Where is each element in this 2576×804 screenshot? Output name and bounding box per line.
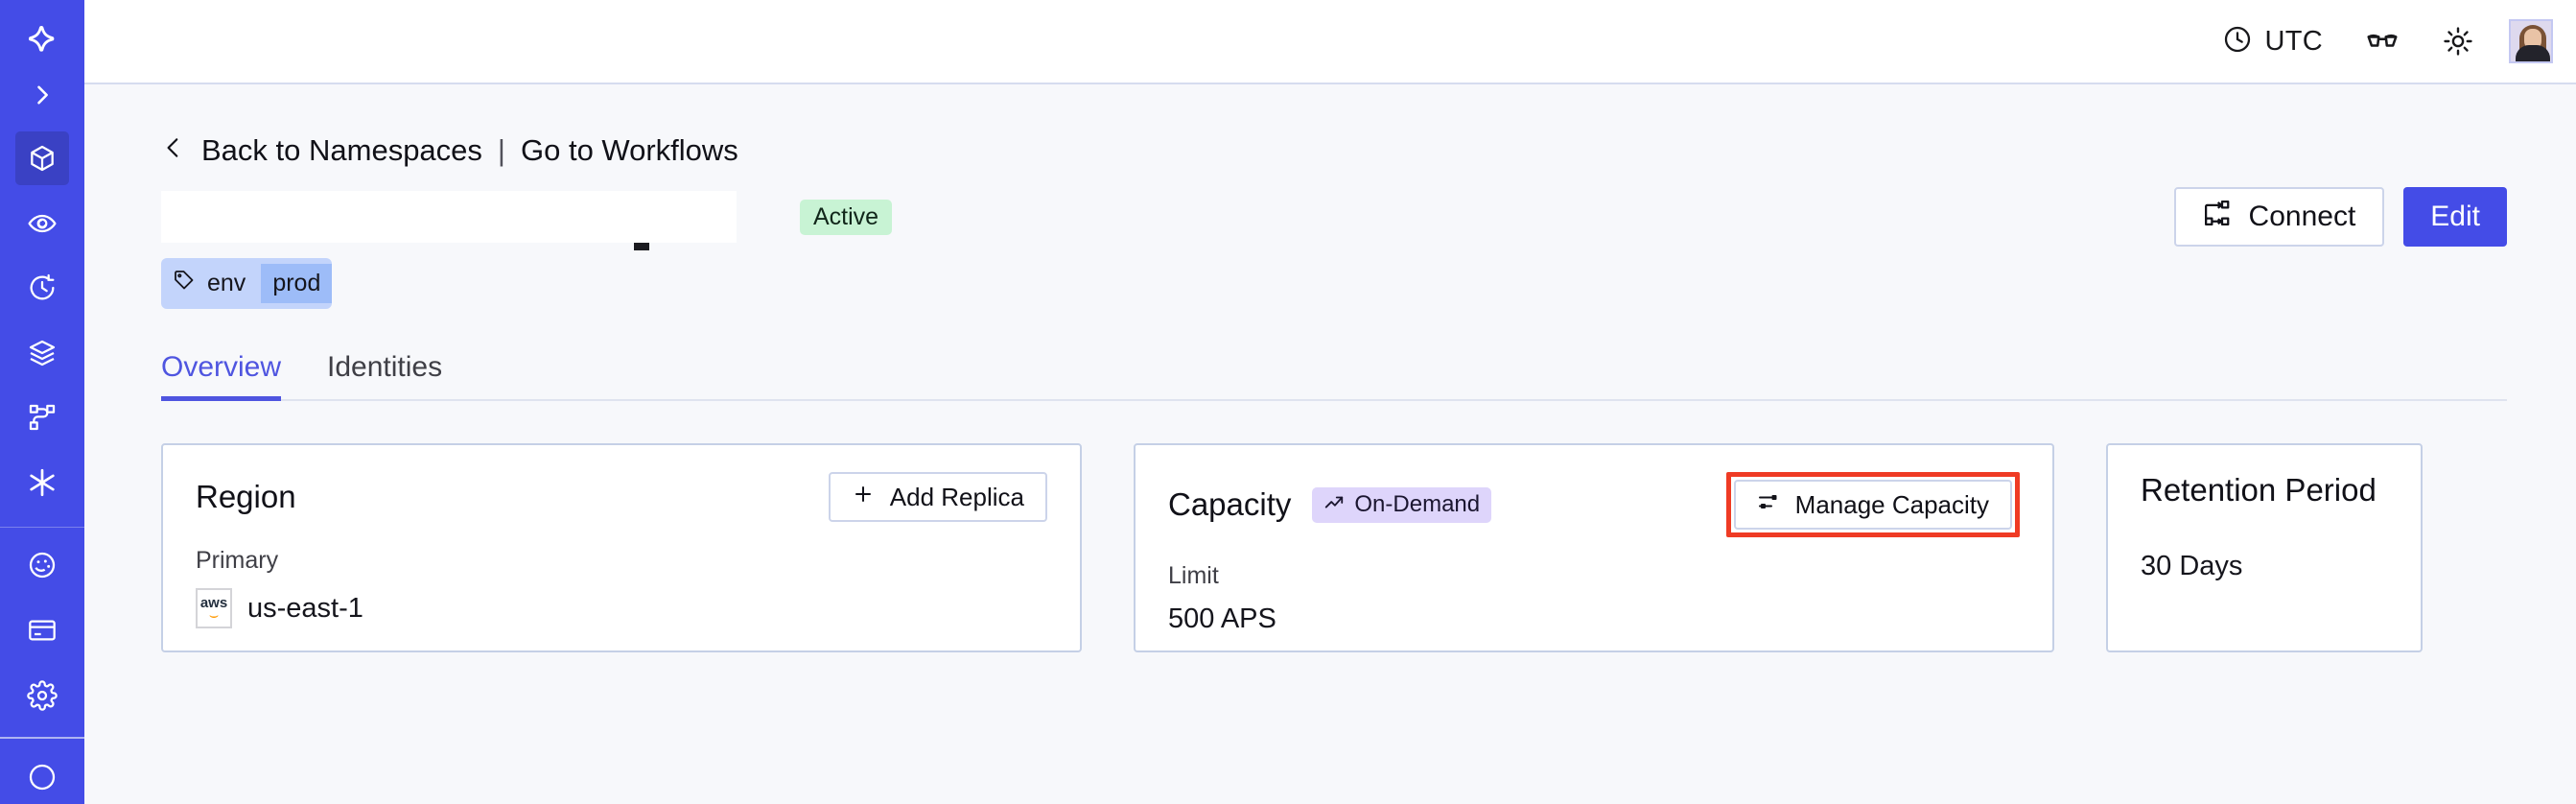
page-content: Back to Namespaces | Go to Workflows Act… [84, 84, 2576, 804]
region-primary-label: Primary [196, 547, 279, 574]
tab-identities-label: Identities [327, 351, 443, 383]
breadcrumb: Back to Namespaces | Go to Workflows [161, 132, 2507, 168]
sidebar-item-help[interactable] [15, 750, 69, 804]
region-card: Region Add Replica Primary [161, 443, 1082, 652]
status-badge: Active [800, 199, 893, 235]
redaction-mark [634, 243, 649, 250]
tab-bar: Overview Identities [161, 351, 2507, 401]
capacity-limit-value: 500 APS [1168, 603, 1276, 634]
overview-cards: Region Add Replica Primary [161, 443, 2507, 652]
sidebar-item-layers[interactable] [15, 326, 69, 380]
back-to-namespaces-link[interactable]: Back to Namespaces [161, 132, 482, 168]
timezone-selector[interactable]: UTC [2201, 14, 2344, 68]
sidebar-item-observe[interactable] [15, 197, 69, 250]
sliders-icon [1757, 490, 1780, 520]
on-demand-badge: On-Demand [1312, 486, 1492, 523]
breadcrumb-separator: | [497, 132, 505, 167]
edit-button[interactable]: Edit [2403, 187, 2507, 247]
add-replica-label: Add Replica [889, 482, 1024, 511]
retention-card-title: Retention Period [2141, 472, 2377, 508]
tab-identities[interactable]: Identities [327, 351, 442, 399]
sidebar-item-usage[interactable] [15, 539, 69, 593]
plus-icon [852, 483, 875, 512]
main-region: UTC [84, 0, 2576, 804]
connect-flow-icon [2203, 199, 2232, 235]
top-bar: UTC [84, 0, 2576, 84]
tag-icon [173, 269, 196, 298]
go-to-workflows-link[interactable]: Go to Workflows [520, 132, 738, 167]
glasses-icon[interactable] [2344, 14, 2421, 68]
sidebar-item-history[interactable] [15, 261, 69, 315]
tab-overview-label: Overview [161, 351, 282, 383]
primary-sidebar [0, 0, 84, 804]
sidebar-item-workflows[interactable] [15, 391, 69, 445]
sidebar-item-namespaces[interactable] [15, 131, 69, 185]
temporal-star-logo-icon[interactable] [15, 12, 69, 65]
sun-icon[interactable] [2421, 14, 2495, 68]
tag-env[interactable]: env prod [161, 258, 333, 309]
clock-icon [2222, 24, 2253, 59]
namespace-tags: env prod [161, 258, 2507, 309]
sidebar-item-nexus[interactable] [15, 456, 69, 509]
capacity-card-header: Capacity On-Demand [1168, 472, 2020, 537]
region-value-row: aws ⌣ us-east-1 [196, 588, 1047, 628]
manage-capacity-button[interactable]: Manage Capacity [1733, 480, 2012, 530]
connect-label: Connect [2248, 201, 2356, 232]
tag-value: prod [261, 264, 333, 303]
edit-label: Edit [2430, 201, 2480, 232]
capacity-limit-label: Limit [1168, 562, 1219, 589]
timezone-label: UTC [2264, 25, 2323, 57]
back-label: Back to Namespaces [201, 132, 482, 167]
retention-card-header: Retention Period [2141, 472, 2388, 508]
on-demand-label: On-Demand [1354, 491, 1481, 517]
retention-card: Retention Period 30 Days [2106, 443, 2423, 652]
chevron-left-icon [161, 132, 186, 168]
connect-button[interactable]: Connect [2173, 187, 2385, 247]
tab-overview[interactable]: Overview [161, 351, 282, 401]
tag-key: env [207, 270, 246, 296]
sidebar-expand-button[interactable] [15, 71, 69, 121]
region-value: us-east-1 [247, 592, 363, 624]
sidebar-divider [0, 526, 84, 528]
sidebar-item-billing[interactable] [15, 603, 69, 657]
capacity-card-title: Capacity [1168, 486, 1292, 522]
avatar[interactable] [2509, 19, 2553, 63]
add-replica-button[interactable]: Add Replica [828, 472, 1047, 522]
aws-logo-icon: aws ⌣ [196, 588, 232, 628]
region-card-header: Region Add Replica [196, 472, 1047, 522]
header-actions: Connect Edit [2173, 187, 2507, 247]
manage-capacity-label: Manage Capacity [1794, 489, 1989, 519]
trend-up-icon [1323, 492, 1345, 518]
region-card-title: Region [196, 479, 296, 514]
sidebar-bottom-divider [0, 737, 84, 740]
manage-capacity-highlight: Manage Capacity [1725, 472, 2020, 537]
sidebar-item-settings[interactable] [15, 669, 69, 722]
capacity-card: Capacity On-Demand [1134, 443, 2054, 652]
retention-value: 30 Days [2141, 551, 2243, 581]
page-title [161, 191, 737, 243]
namespace-title-row: Active [161, 187, 2507, 250]
